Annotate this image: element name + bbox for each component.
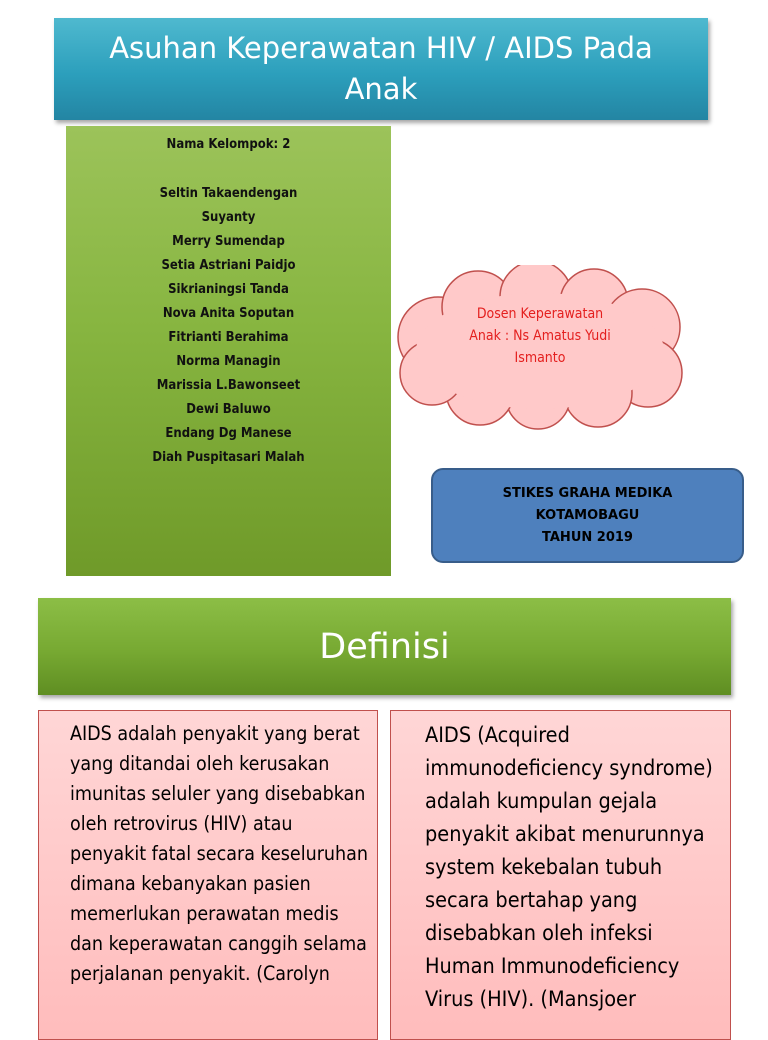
member-name: Dewi Baluwo bbox=[186, 402, 271, 417]
member-name: Diah Puspitasari Malah bbox=[152, 450, 305, 465]
member-name: Suyanty bbox=[201, 210, 256, 225]
title-banner: Asuhan Keperawatan HIV / AIDS Pada Anak bbox=[54, 18, 708, 120]
lecturer-line: Anak : Ns Amatus Yudi bbox=[469, 328, 611, 344]
group-members-panel: Nama Kelompok: 2 Seltin Takaendengan Suy… bbox=[66, 126, 391, 576]
cloud-shape bbox=[397, 265, 683, 430]
lecturer-text: Dosen Keperawatan Anak : Ns Amatus Yudi … bbox=[426, 303, 654, 369]
member-name: Nova Anita Soputan bbox=[162, 306, 295, 321]
member-name: Setia Astriani Paidjo bbox=[161, 258, 296, 273]
member-name: Norma Managin bbox=[176, 354, 281, 369]
member-name: Merry Sumendap bbox=[172, 234, 285, 249]
definition-box-left: AIDS adalah penyakit yang berat yang dit… bbox=[38, 710, 378, 1040]
member-name: Marissia L.Bawonseet bbox=[156, 378, 301, 393]
member-name: Seltin Takaendengan bbox=[159, 186, 298, 201]
member-name: Endang Dg Manese bbox=[165, 426, 292, 441]
institution-box: STIKES GRAHA MEDIKA KOTAMOBAGU TAHUN 201… bbox=[431, 468, 744, 563]
group-heading: Nama Kelompok: 2 bbox=[166, 137, 291, 152]
institution-line: TAHUN 2019 bbox=[542, 529, 633, 545]
lecturer-line: Ismanto bbox=[514, 350, 566, 366]
definition-text: AIDS adalah penyakit yang berat yang dit… bbox=[70, 722, 369, 985]
lecturer-line: Dosen Keperawatan bbox=[476, 306, 604, 322]
definition-box-right: AIDS (Acquired immunodeficiency syndrome… bbox=[390, 710, 731, 1040]
member-name: Sikrianingsi Tanda bbox=[168, 282, 289, 297]
institution-line: KOTAMOBAGU bbox=[535, 507, 640, 523]
member-name: Fitrianti Berahima bbox=[168, 330, 289, 345]
section-title: Definisi bbox=[319, 626, 450, 667]
page-title: Asuhan Keperawatan HIV / AIDS Pada Anak bbox=[109, 31, 653, 106]
lecturer-cloud: Dosen Keperawatan Anak : Ns Amatus Yudi … bbox=[386, 265, 694, 430]
definition-text: AIDS (Acquired immunodeficiency syndrome… bbox=[425, 723, 713, 1012]
institution-line: STIKES GRAHA MEDIKA bbox=[502, 485, 673, 501]
section-header-definisi: Definisi bbox=[38, 598, 731, 695]
